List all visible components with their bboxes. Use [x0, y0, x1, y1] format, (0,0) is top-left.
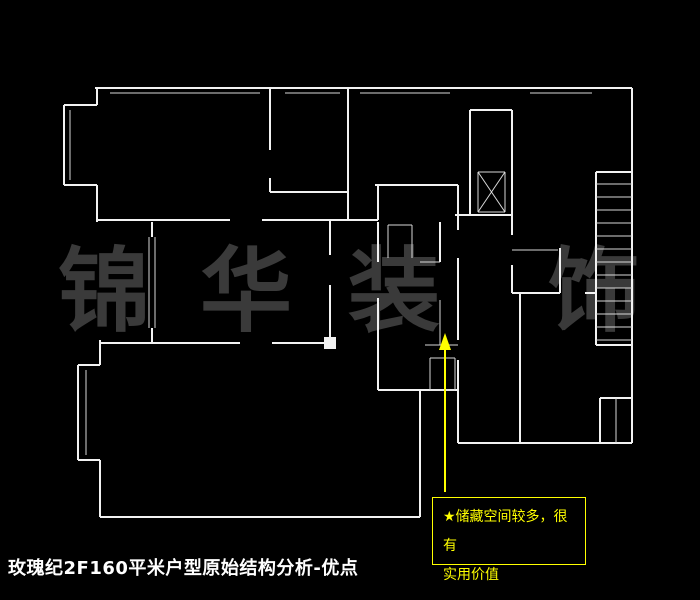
annotation-box: ★储藏空间较多，很有 实用价值	[432, 497, 586, 583]
walls	[63, 87, 633, 518]
staircase-steps	[596, 183, 632, 341]
storage-arrow	[439, 333, 451, 492]
watermark-char: 装	[348, 238, 441, 345]
annotation-line-2: 实用价值	[443, 567, 499, 583]
watermark-char: 饰	[548, 238, 641, 345]
watermark-char: 锦	[58, 238, 151, 345]
annotation-line-1: ★储藏空间较多，很有	[443, 509, 568, 554]
wall-details	[69, 92, 617, 455]
page-title: 玫瑰纪2F160平米户型原始结构分析-优点	[8, 558, 359, 579]
arrow-head-icon	[439, 333, 451, 350]
watermark-char: 华	[200, 238, 293, 345]
column-block	[324, 337, 336, 349]
